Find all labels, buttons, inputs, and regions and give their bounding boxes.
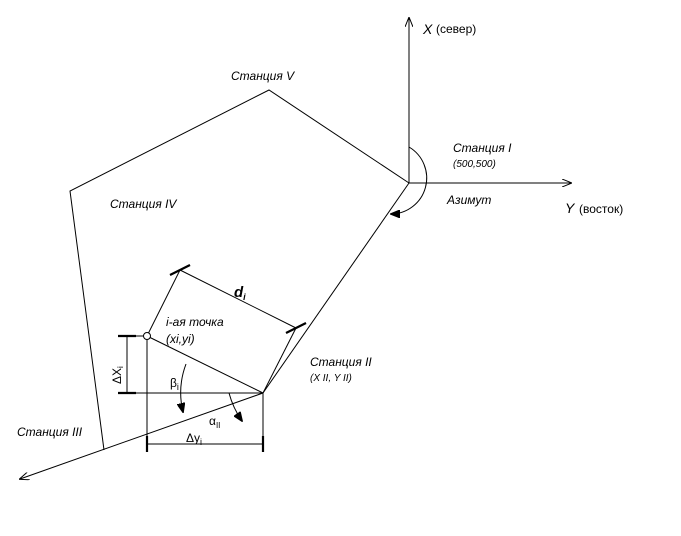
delta-y-label: Δyi	[186, 431, 202, 447]
extension-line-2	[262, 327, 297, 394]
x-axis-symbol: X	[422, 21, 433, 37]
alpha-label: αII	[209, 414, 220, 430]
tick-mark-2	[285, 322, 307, 334]
point-i-coords: (xi,yi)	[166, 332, 195, 346]
distance-label: di	[234, 284, 246, 302]
alpha-arc	[228, 392, 242, 421]
y-axis-symbol: Y	[565, 200, 576, 216]
parallel-offset-line	[179, 269, 297, 329]
point-i-marker	[143, 332, 151, 340]
extension-line-1	[146, 269, 181, 337]
traverse-leg-i-ii	[262, 182, 410, 394]
station-i-coords: (500,500)	[453, 159, 496, 170]
tick-mark-1	[169, 264, 191, 276]
station-v-label: Станция V	[231, 69, 295, 83]
beta-arc	[181, 363, 187, 412]
distance-line	[146, 335, 264, 394]
x-axis-caption: (север)	[436, 22, 476, 36]
station-ii-label: Станция II	[310, 355, 372, 369]
point-i-label: i-ая точка	[166, 315, 224, 329]
station-iv-label: Станция IV	[110, 197, 177, 211]
line-to-station-iii	[20, 392, 264, 479]
station-iii-label: Станция III	[17, 425, 83, 439]
azimuth-arc	[391, 146, 428, 214]
azimuth-label: Азимут	[446, 193, 491, 207]
delta-x-label: ΔXi	[110, 366, 125, 384]
station-ii-coords: (X II, Y II)	[310, 373, 352, 384]
y-axis-caption: (восток)	[579, 202, 623, 216]
traverse-polygon	[69, 89, 410, 451]
station-i-label: Станция I	[453, 141, 512, 155]
beta-label: βi	[170, 376, 179, 392]
